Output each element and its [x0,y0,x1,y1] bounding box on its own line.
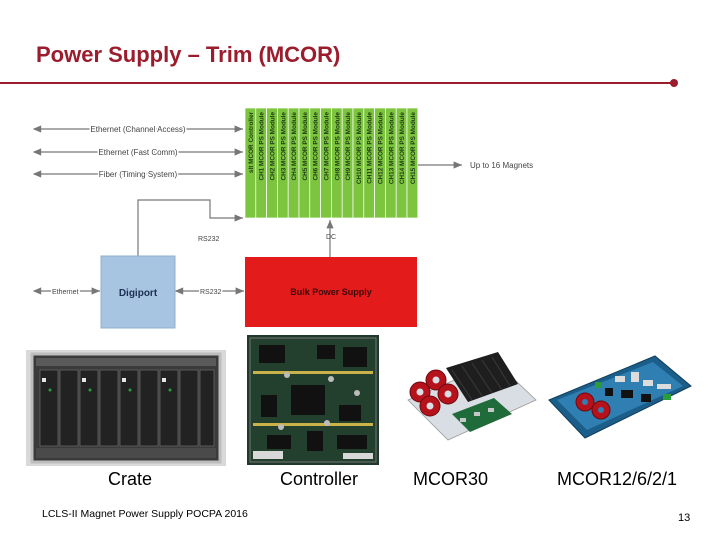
title-rule-dot [670,79,678,87]
controller-photo [247,335,379,465]
label-ethernet-left: Ethernet [52,289,79,296]
caption-controller: Controller [280,469,359,489]
module-label: CH2 MCOR PS Module [270,112,277,181]
module-label: CH10 MCOR PS Module [356,112,363,185]
page-number: 13 [678,512,691,524]
module-label: CH8 MCOR PS Module [334,112,341,181]
module-label: CH12 MCOR PS Module [378,112,385,185]
mcor30-photo [407,352,537,441]
label-dc: DC [326,234,336,241]
module-label: CH14 MCOR PS Module [399,112,406,185]
digiport-box [100,255,176,329]
label-ethernet-fast-comm: Ethernet (Fast Comm) [98,148,177,157]
module-label: CH15 MCOR PS Module [410,112,417,185]
label-ethernet-channel-access: Ethernet (Channel Access) [90,125,185,134]
system-diagram: Ethernet (Channel Access) Ethernet (Fast… [32,107,533,329]
module-label: CH7 MCOR PS Module [324,112,331,181]
module-label: CH6 MCOR PS Module [313,112,320,181]
bulk-power-supply-box [245,257,417,327]
module-label: CH11 MCOR PS Module [367,112,374,184]
module-slot [406,107,419,219]
caption-mcor12: MCOR12/6/2/1 [557,469,678,489]
module-label: CH13 MCOR PS Module [388,112,395,185]
caption-mcor30: MCOR30 [413,469,489,489]
label-rs232-lower: RS232 [200,289,222,296]
module-label: CH3 MCOR PS Module [280,112,287,181]
mcor12-photo [548,355,692,439]
link-rs232-controller [137,199,243,257]
module-label: CH9 MCOR PS Module [345,112,352,181]
module-label: CH5 MCOR PS Module [302,112,309,181]
slide-title: Power Supply – Trim (MCOR) [36,42,341,67]
crate-photo [26,350,226,466]
module-label: CH1 MCOR PS Module [259,112,266,181]
digiport-label: Digiport [119,288,158,299]
label-rs232-upper: RS232 [198,236,220,243]
bulk-power-supply-label: Bulk Power Supply [290,287,372,297]
module-label: slt MCOR Controller [248,111,255,173]
caption-crate: Crate [108,469,153,489]
label-up-to-16-magnets: Up to 16 Magnets [470,161,533,170]
title-rule [0,82,674,84]
label-fiber-timing: Fiber (Timing System) [99,170,178,179]
module-label: CH4 MCOR PS Module [291,112,298,181]
module-rack: slt MCOR Controller CH1 MCOR PS Module CH2… [244,107,419,219]
footer-text: LCLS-II Magnet Power Supply POCPA 2016 [42,508,248,520]
